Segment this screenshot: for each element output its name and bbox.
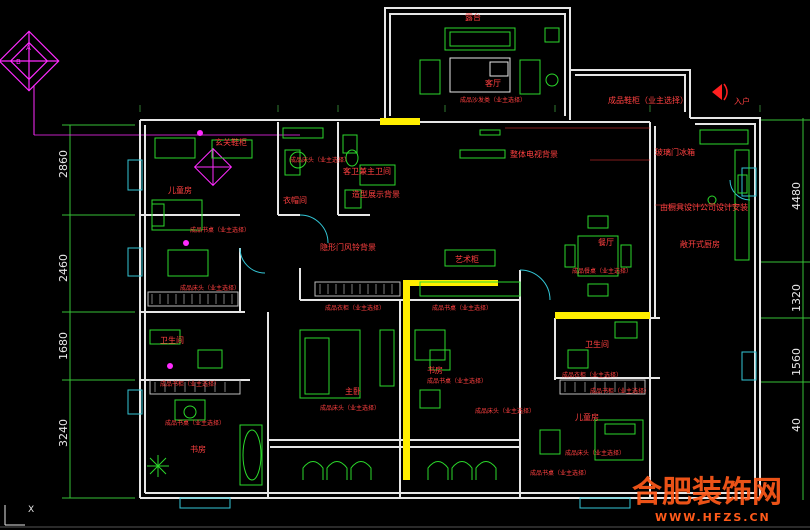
label-kids-room-1: 儿童房 bbox=[168, 185, 192, 195]
label-master-bed: 主卧 bbox=[345, 386, 361, 396]
label-living-room: 客厅 bbox=[485, 78, 501, 88]
watermark-logo: 合肥装饰网 WWW.HFZS.CN bbox=[632, 475, 782, 524]
dimension-lines-left bbox=[62, 124, 135, 499]
compass-icon: A B bbox=[0, 30, 60, 92]
watermark-url: WWW.HFZS.CN bbox=[655, 511, 771, 524]
label-wine-cabinet: 艺术柜 bbox=[455, 254, 479, 264]
entrance-arrow-icon bbox=[712, 83, 728, 101]
label-bath-3: 卫生间 bbox=[585, 339, 609, 349]
grid-ticks bbox=[139, 105, 761, 112]
label-study-note: 成品书桌（业主选择） bbox=[427, 377, 487, 385]
label-bath-tub-note: 成品书桌（业主选择） bbox=[165, 419, 225, 427]
ucs-axis-icon: X bbox=[4, 505, 34, 526]
label-laundry-note: 成品床头（业主选择） bbox=[180, 284, 240, 292]
label-master-note: 成品床头（业主选择） bbox=[320, 404, 380, 412]
label-dining-note: 成品餐桌（业主选择） bbox=[572, 267, 632, 275]
label-balcony-tub: 书房 bbox=[190, 444, 206, 454]
label-display-wall: 造型展示背景 bbox=[352, 189, 400, 199]
windows-doors bbox=[127, 159, 757, 509]
label-hallway-shoe: 玄关鞋柜 bbox=[215, 137, 247, 147]
dim-right-3: 1560 bbox=[790, 348, 803, 376]
label-study-room: 书房 bbox=[427, 365, 443, 375]
dim-left-4: 3240 bbox=[57, 419, 70, 447]
label-kitchen-door: 玻璃门冰箱 bbox=[655, 147, 695, 157]
label-laundry: 衣帽间 bbox=[283, 195, 307, 205]
label-kids-note-1: 成品书桌（业主选择） bbox=[190, 226, 250, 234]
label-guest-bath: 客卫兼主卫间 bbox=[343, 166, 391, 176]
label-wardrobe-note-2: 成品书柜（业主选择） bbox=[160, 380, 220, 388]
label-terrace: 露台 bbox=[465, 12, 481, 22]
dim-right-1: 4480 bbox=[790, 182, 803, 210]
label-master-wardrobe: 成品衣柜（业主选择） bbox=[325, 304, 385, 312]
wardrobe-hatches bbox=[147, 281, 646, 395]
svg-text:X: X bbox=[28, 505, 34, 515]
index-symbol-icon bbox=[193, 147, 233, 187]
label-bath-2: 卫生间 bbox=[160, 335, 184, 345]
highlight-walls bbox=[380, 118, 650, 480]
dim-left-1: 2860 bbox=[57, 150, 70, 178]
plant-icon bbox=[147, 455, 169, 477]
walls bbox=[139, 7, 761, 499]
label-bedroom-note: 成品床头（业主选择） bbox=[475, 407, 535, 415]
label-study-shelf: 成品书柜（业主选择） bbox=[590, 387, 650, 395]
leader-lines bbox=[505, 127, 740, 206]
label-hidden-door: 隐形门风铃背景 bbox=[320, 242, 376, 252]
label-tv-wall: 整体电视背景 bbox=[510, 149, 558, 159]
dim-left-2: 2460 bbox=[57, 254, 70, 282]
dim-left-3: 1680 bbox=[57, 332, 70, 360]
dim-right-4: 40 bbox=[790, 418, 803, 432]
dim-right-2: 1320 bbox=[790, 284, 803, 312]
dimension-lines-right bbox=[760, 118, 810, 500]
label-master-desk: 成品书桌（业主选择） bbox=[432, 304, 492, 312]
label-kitchen-note: 由橱具设计公司设计安装 bbox=[660, 202, 748, 212]
label-study-label: 成品书桌（业主选择） bbox=[530, 469, 590, 477]
svg-text:A: A bbox=[26, 44, 31, 52]
hatch-lines bbox=[151, 284, 636, 392]
label-kids-room-2: 儿童房 bbox=[575, 412, 599, 422]
label-living-note: 成品沙发类（业主选择） bbox=[460, 96, 526, 104]
label-shoe-cabinet: 成品鞋柜（业主选择） bbox=[608, 95, 688, 105]
label-entrance: 入户 bbox=[734, 96, 750, 106]
label-bath-1: 成品床头（业主选择） bbox=[290, 156, 350, 164]
label-dining: 餐厅 bbox=[598, 238, 614, 247]
watermark-brand: 合肥装饰网 bbox=[632, 475, 782, 510]
label-kids-closet-2: 成品衣柜（业主选择） bbox=[562, 371, 622, 379]
svg-text:B: B bbox=[16, 58, 21, 66]
label-kids-note-2: 成品床头（业主选择） bbox=[565, 449, 625, 457]
furniture bbox=[149, 27, 750, 486]
room-labels: 露台 客厅 成品沙发类（业主选择） 成品鞋柜（业主选择） 入户 玻璃门冰箱 由橱… bbox=[160, 12, 750, 477]
label-open-kitchen: 敞开式厨房 bbox=[680, 239, 720, 249]
